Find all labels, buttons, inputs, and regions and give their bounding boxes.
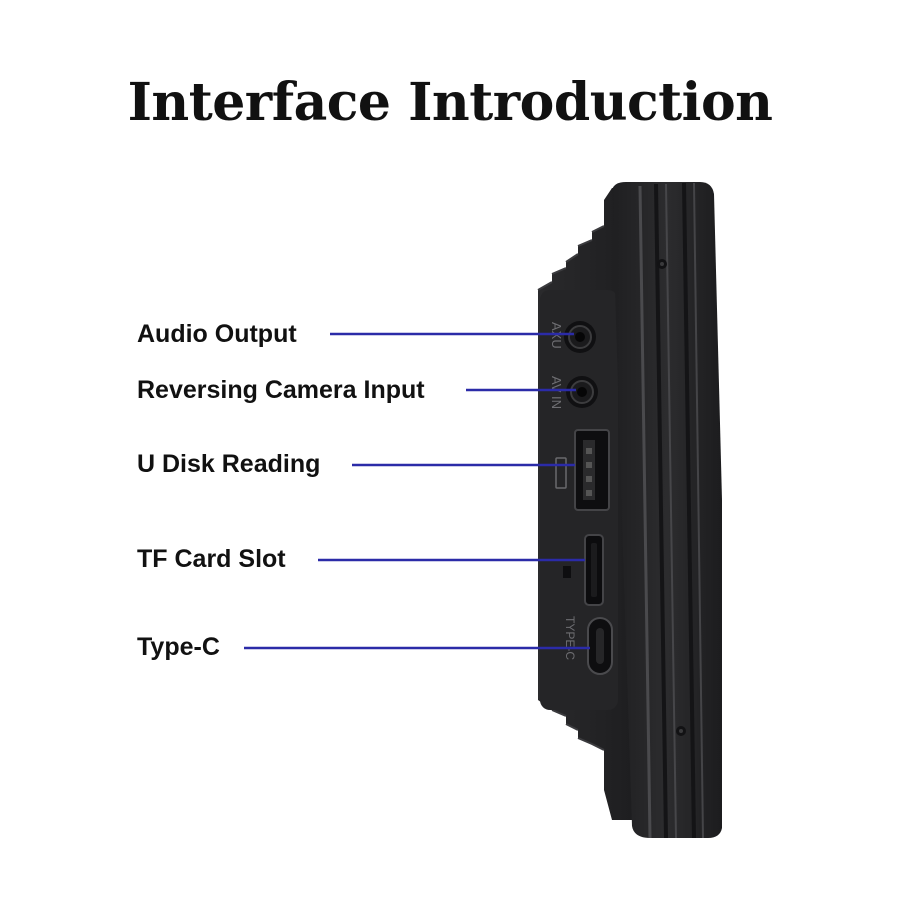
- type-c-marking: TYPE-C: [563, 616, 577, 660]
- aux-marking: AXU: [549, 322, 564, 349]
- audio-output-label: Audio Output: [137, 320, 297, 348]
- av-in-marking: AV IN: [549, 376, 564, 409]
- u-disk-reading-label: U Disk Reading: [137, 450, 321, 478]
- ribbed-body: [612, 182, 722, 839]
- aux-jack-icon: [564, 321, 596, 353]
- tf-card-symbol-icon: [563, 566, 571, 578]
- type-c-port-icon: [587, 617, 613, 675]
- page-title: Interface Introduction: [127, 72, 773, 133]
- tf-card-slot-label: TF Card Slot: [137, 545, 286, 573]
- usb-symbol-icon: [555, 457, 567, 489]
- tf-slot-icon: [584, 534, 604, 606]
- type-c-label: Type-C: [137, 633, 220, 661]
- av-in-jack-icon: [566, 376, 598, 408]
- reversing-camera-input-label: Reversing Camera Input: [137, 376, 425, 404]
- usb-port-icon: [574, 429, 610, 511]
